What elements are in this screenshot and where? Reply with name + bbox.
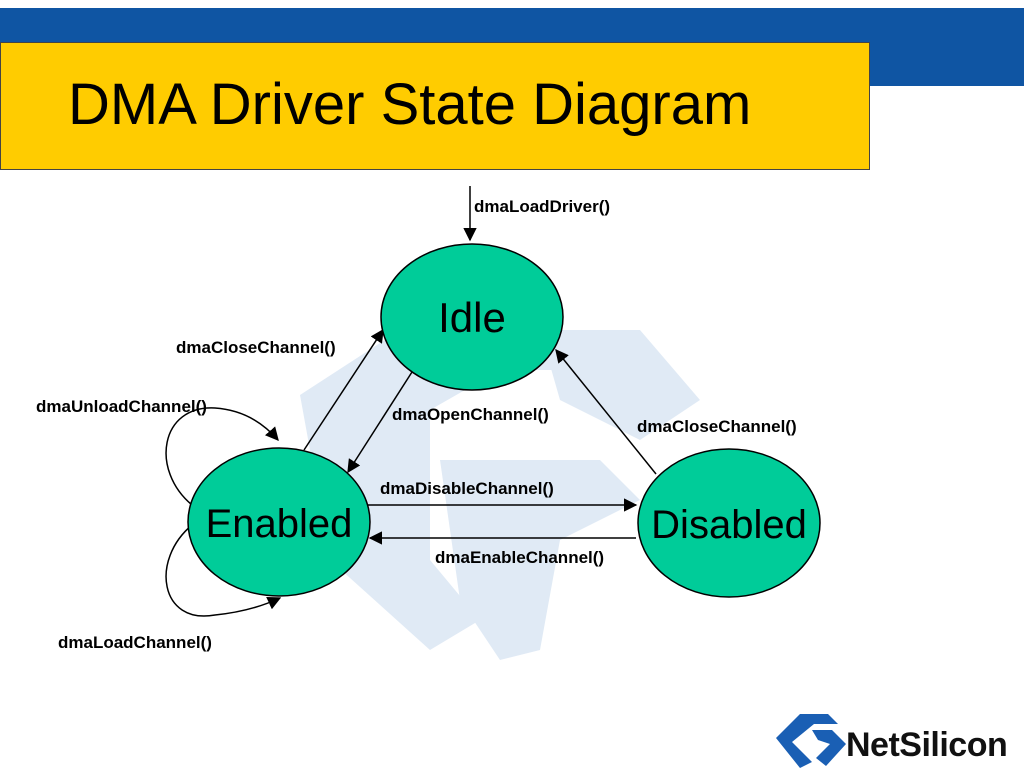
label-close-channel-left: dmaCloseChannel() <box>176 338 336 357</box>
label-close-channel-right: dmaCloseChannel() <box>637 417 797 436</box>
label-unload-channel: dmaUnloadChannel() <box>36 397 207 416</box>
slide-title: DMA Driver State Diagram <box>68 72 752 137</box>
label-open-channel: dmaOpenChannel() <box>392 405 549 424</box>
label-disable-channel: dmaDisableChannel() <box>380 479 554 498</box>
state-disabled-label: Disabled <box>651 503 807 547</box>
top-edge <box>0 0 1024 8</box>
state-enabled: Enabled <box>187 447 371 597</box>
label-load-driver: dmaLoadDriver() <box>474 197 610 216</box>
edge-idle-to-enabled <box>347 371 413 474</box>
state-idle-label: Idle <box>438 294 506 341</box>
self-loop-load <box>165 524 282 617</box>
state-idle: Idle <box>380 243 564 391</box>
state-disabled: Disabled <box>637 448 821 598</box>
netsilicon-logo-text: NetSilicon <box>846 726 1008 764</box>
self-loop-unload <box>165 407 279 506</box>
netsilicon-logo-icon <box>776 714 846 768</box>
state-enabled-label: Enabled <box>206 502 353 546</box>
watermark-logo <box>300 330 700 660</box>
title-box <box>0 42 870 170</box>
label-load-channel: dmaLoadChannel() <box>58 633 212 652</box>
edge-disabled-to-idle <box>555 348 657 475</box>
edge-enabled-to-idle <box>303 328 384 451</box>
label-enable-channel: dmaEnableChannel() <box>435 548 604 567</box>
